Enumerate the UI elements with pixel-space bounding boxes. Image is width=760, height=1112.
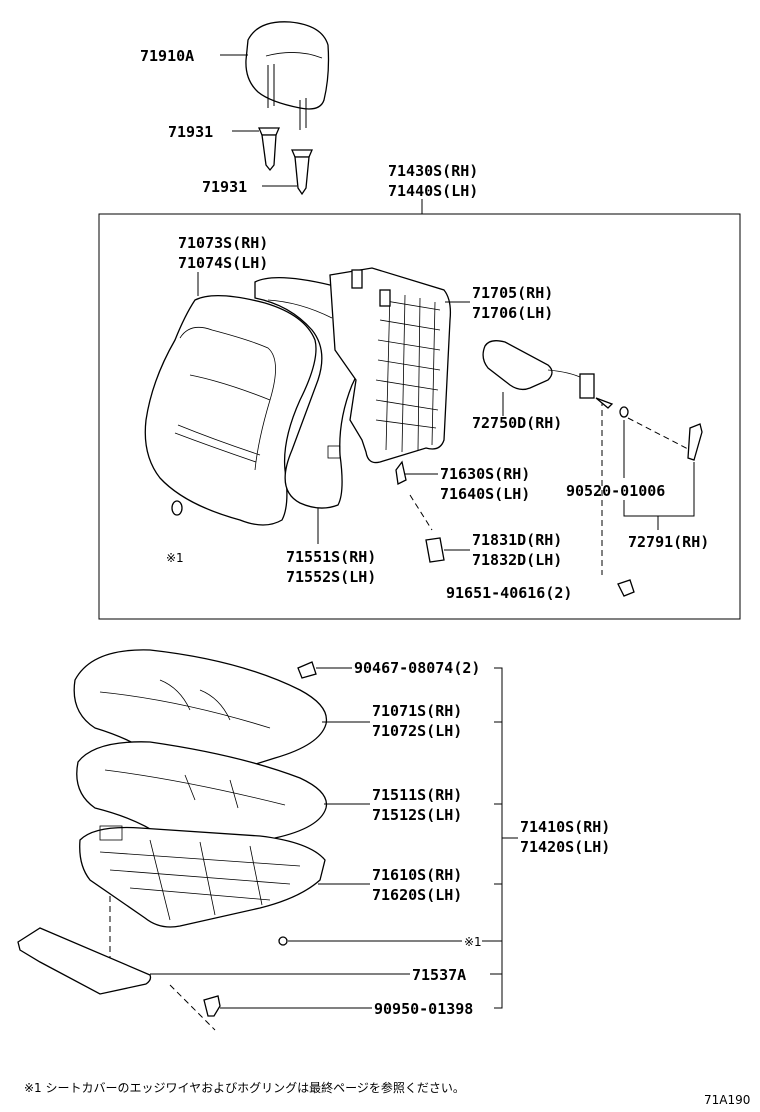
label-back-cover-rh: 71073S(RH) (178, 234, 268, 252)
label-clip: 90950-01398 (374, 1000, 473, 1018)
label-cushion-frame-rh: 71610S(RH) (372, 866, 462, 884)
label-back-assy-rh: 71430S(RH) (388, 162, 478, 180)
label-cushion-cover-rh: 71071S(RH) (372, 702, 462, 720)
seatback-assy-frame (98, 213, 741, 620)
label-back-assy-lh: 71440S(LH) (388, 182, 478, 200)
label-back-cover-lh: 71074S(LH) (178, 254, 268, 272)
note-mark-back: ※1 (166, 551, 184, 565)
label-cushion-pad-rh: 71511S(RH) (372, 786, 462, 804)
lumbar-support-drawing (482, 340, 614, 575)
cushion-assy-bracket (494, 667, 503, 1009)
clip-drawing (203, 995, 221, 1017)
label-cushion-assy-lh: 71420S(LH) (520, 838, 610, 856)
label-back-spring-lh: 71640S(LH) (440, 485, 530, 503)
label-bolt-back: 91651-40616(2) (446, 584, 572, 602)
headrest-drawing (245, 21, 330, 130)
label-back-pad-rh: 71551S(RH) (286, 548, 376, 566)
footnote: ※1 シートカバーのエッジワイヤおよびホグリングは最終ページを参照ください。 (24, 1080, 465, 1095)
cap-drawing (425, 537, 445, 563)
note-mark-cushion: ※1 (464, 935, 482, 949)
label-cushion-pad-lh: 71512S(LH) (372, 806, 462, 824)
label-back-frame-rh: 71705(RH) (472, 284, 553, 302)
protector-drawing (17, 927, 152, 995)
label-support-lower: 71931 (202, 178, 247, 196)
label-back-spring-rh: 71630S(RH) (440, 465, 530, 483)
seatback-frame-drawing (329, 267, 452, 464)
diagram-code: 71A190 (704, 1093, 750, 1107)
cushion-cover-drawing (73, 649, 328, 782)
label-cushion-assy-rh: 71410S(RH) (520, 818, 610, 836)
cushion-frame-drawing (79, 825, 326, 928)
label-lumbar: 72750D(RH) (472, 414, 562, 432)
label-back-pad-lh: 71552S(LH) (286, 568, 376, 586)
label-bolt-cushion: 90467-08074(2) (354, 659, 480, 677)
label-cap-lh: 71832D(LH) (472, 551, 562, 569)
label-ring: 90520-01006 (566, 482, 665, 500)
cushion-pad-drawing (76, 741, 328, 853)
label-support-upper: 71931 (168, 123, 213, 141)
bolt-cushion-drawing (297, 661, 317, 679)
bolt-back-drawing (617, 579, 635, 597)
lumbar-set-drawing (687, 423, 703, 461)
seatback-cover-drawing (144, 295, 317, 526)
label-cap-rh: 71831D(RH) (472, 531, 562, 549)
ring-drawing (619, 406, 629, 418)
label-protector: 71537A (412, 966, 466, 984)
label-headrest: 71910A (140, 47, 194, 65)
label-cushion-cover-lh: 71072S(LH) (372, 722, 462, 740)
back-spring-drawing (395, 460, 407, 485)
hog-ring-drawing (171, 500, 183, 516)
label-lumbar-set: 72791(RH) (628, 533, 709, 551)
label-back-frame-lh: 71706(LH) (472, 304, 553, 322)
hog-ring-cushion-drawing (278, 936, 288, 946)
label-cushion-frame-lh: 71620S(LH) (372, 886, 462, 904)
headrest-support-drawing (258, 127, 313, 196)
